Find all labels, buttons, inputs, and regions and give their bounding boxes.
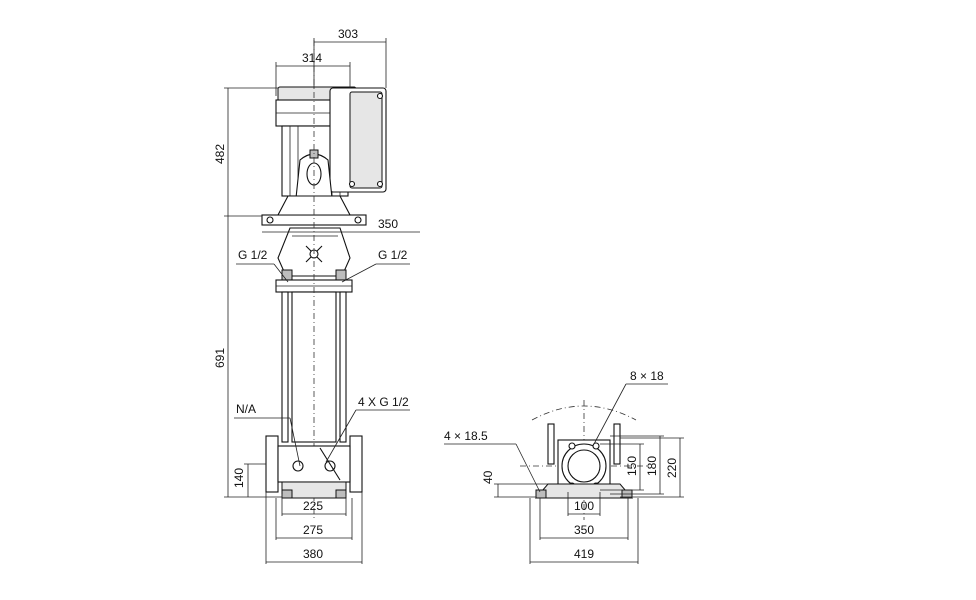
front-view: 303 314 482 350 G 1/2 G 1/2 691 N/A 4 X …: [213, 27, 420, 564]
dim-314: 314: [302, 51, 322, 65]
pump-base: [265, 435, 363, 499]
na-label: N/A: [236, 402, 256, 416]
dim-350-flange: 350: [378, 217, 398, 231]
holes-top-label: 8 × 18: [630, 369, 664, 383]
dim-180: 180: [645, 456, 659, 476]
dim-303: 303: [338, 27, 358, 41]
dim-225: 225: [303, 499, 323, 513]
side-dimensions: [444, 383, 684, 564]
port-left-label: G 1/2: [238, 248, 268, 262]
motor: [275, 86, 387, 199]
ports-bottom-label: 4 X G 1/2: [358, 395, 409, 409]
dim-140: 140: [232, 468, 246, 488]
pump-sleeve: [281, 40, 347, 520]
port-right-label: G 1/2: [378, 248, 408, 262]
dim-691: 691: [213, 348, 227, 368]
dim-220: 220: [665, 458, 679, 478]
dim-275: 275: [303, 523, 323, 537]
dim-40: 40: [481, 470, 495, 484]
dim-150: 150: [625, 456, 639, 476]
dim-419: 419: [574, 547, 594, 561]
dim-100: 100: [574, 499, 594, 513]
dim-350-base: 350: [574, 523, 594, 537]
side-view: 8 × 18 4 × 18.5 40 150 180 220 100 350 4…: [444, 369, 684, 564]
base-body: [534, 423, 634, 499]
front-dimensions: [224, 38, 420, 564]
holes-base-label: 4 × 18.5: [444, 429, 488, 443]
dim-380: 380: [303, 547, 323, 561]
dim-482: 482: [213, 144, 227, 164]
